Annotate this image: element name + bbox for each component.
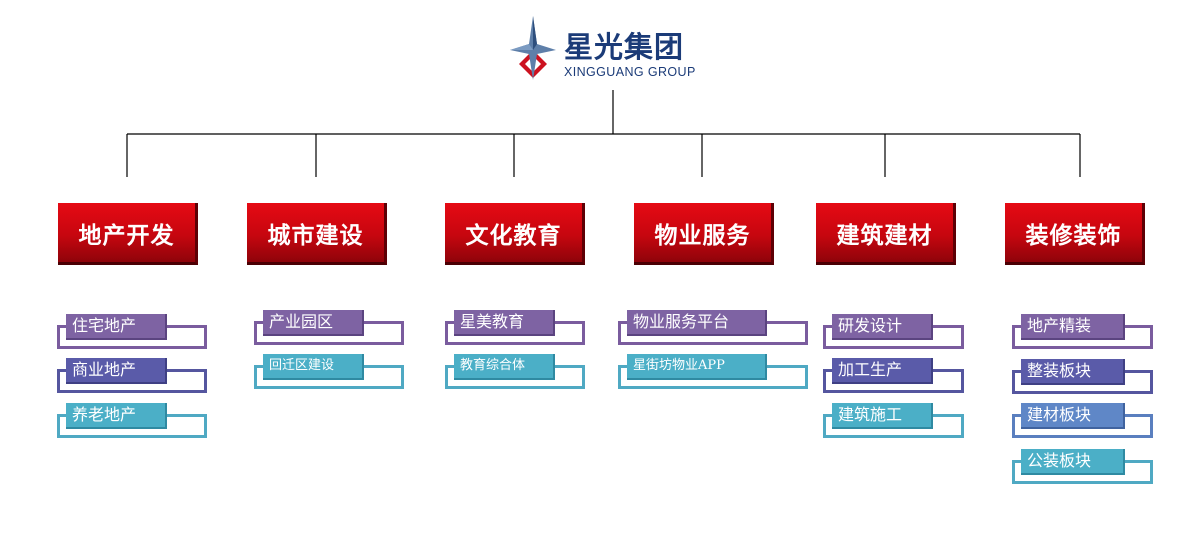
category-real-estate: 地产开发	[58, 203, 198, 265]
category-building-materials: 建筑建材	[816, 203, 956, 265]
company-name: 星光集团	[564, 30, 685, 64]
item-label: 研发设计	[832, 314, 933, 340]
item-label: 养老地产	[66, 403, 167, 429]
category-decoration: 装修装饰	[1005, 203, 1145, 265]
item-label: 商业地产	[66, 358, 167, 384]
item-label: 公装板块	[1021, 449, 1125, 475]
company-subtitle: XINGGUANG GROUP	[564, 65, 696, 79]
category-culture-education: 文化教育	[445, 203, 585, 265]
list-item: 加工生产	[823, 358, 979, 396]
category-property-service: 物业服务	[634, 203, 774, 265]
list-item: 整装板块	[1012, 359, 1168, 397]
list-item: 建筑施工	[823, 403, 979, 441]
list-item: 研发设计	[823, 314, 979, 352]
list-item: 公装板块	[1012, 449, 1168, 487]
list-item: 教育综合体	[445, 354, 601, 392]
category-urban-construction: 城市建设	[247, 203, 387, 265]
item-label: 物业服务平台	[627, 310, 767, 336]
item-label: 产业园区	[263, 310, 364, 336]
list-item: 住宅地产	[57, 314, 213, 352]
item-label: 住宅地产	[66, 314, 167, 340]
list-item: 地产精装	[1012, 314, 1168, 352]
item-label: 建材板块	[1021, 403, 1125, 429]
list-item: 回迁区建设	[254, 354, 410, 392]
list-item: 星街坊物业APP	[618, 354, 810, 392]
list-item: 星美教育	[445, 310, 601, 348]
item-label: 回迁区建设	[263, 354, 364, 380]
item-label: 星街坊物业APP	[627, 354, 767, 380]
list-item: 产业园区	[254, 310, 410, 348]
item-label: 教育综合体	[454, 354, 555, 380]
item-label: 建筑施工	[832, 403, 933, 429]
item-label: 星美教育	[454, 310, 555, 336]
star-logo-icon	[510, 16, 556, 80]
item-label: 整装板块	[1021, 359, 1125, 385]
list-item: 养老地产	[57, 403, 213, 441]
item-label: 加工生产	[832, 358, 933, 384]
company-logo: 星光集团 XINGGUANG GROUP	[506, 14, 716, 90]
list-item: 物业服务平台	[618, 310, 810, 348]
list-item: 建材板块	[1012, 403, 1168, 441]
item-label: 地产精装	[1021, 314, 1125, 340]
list-item: 商业地产	[57, 358, 213, 396]
